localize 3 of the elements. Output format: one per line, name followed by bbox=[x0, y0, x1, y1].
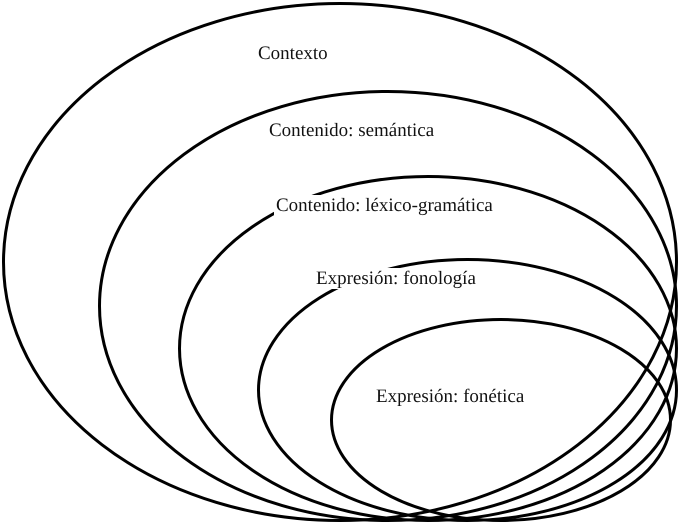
region-label: Contenido: léxico-gramática bbox=[274, 195, 495, 216]
region-label: Expresión: fonología bbox=[314, 268, 478, 289]
region-label: Expresión: fonética bbox=[374, 386, 526, 407]
